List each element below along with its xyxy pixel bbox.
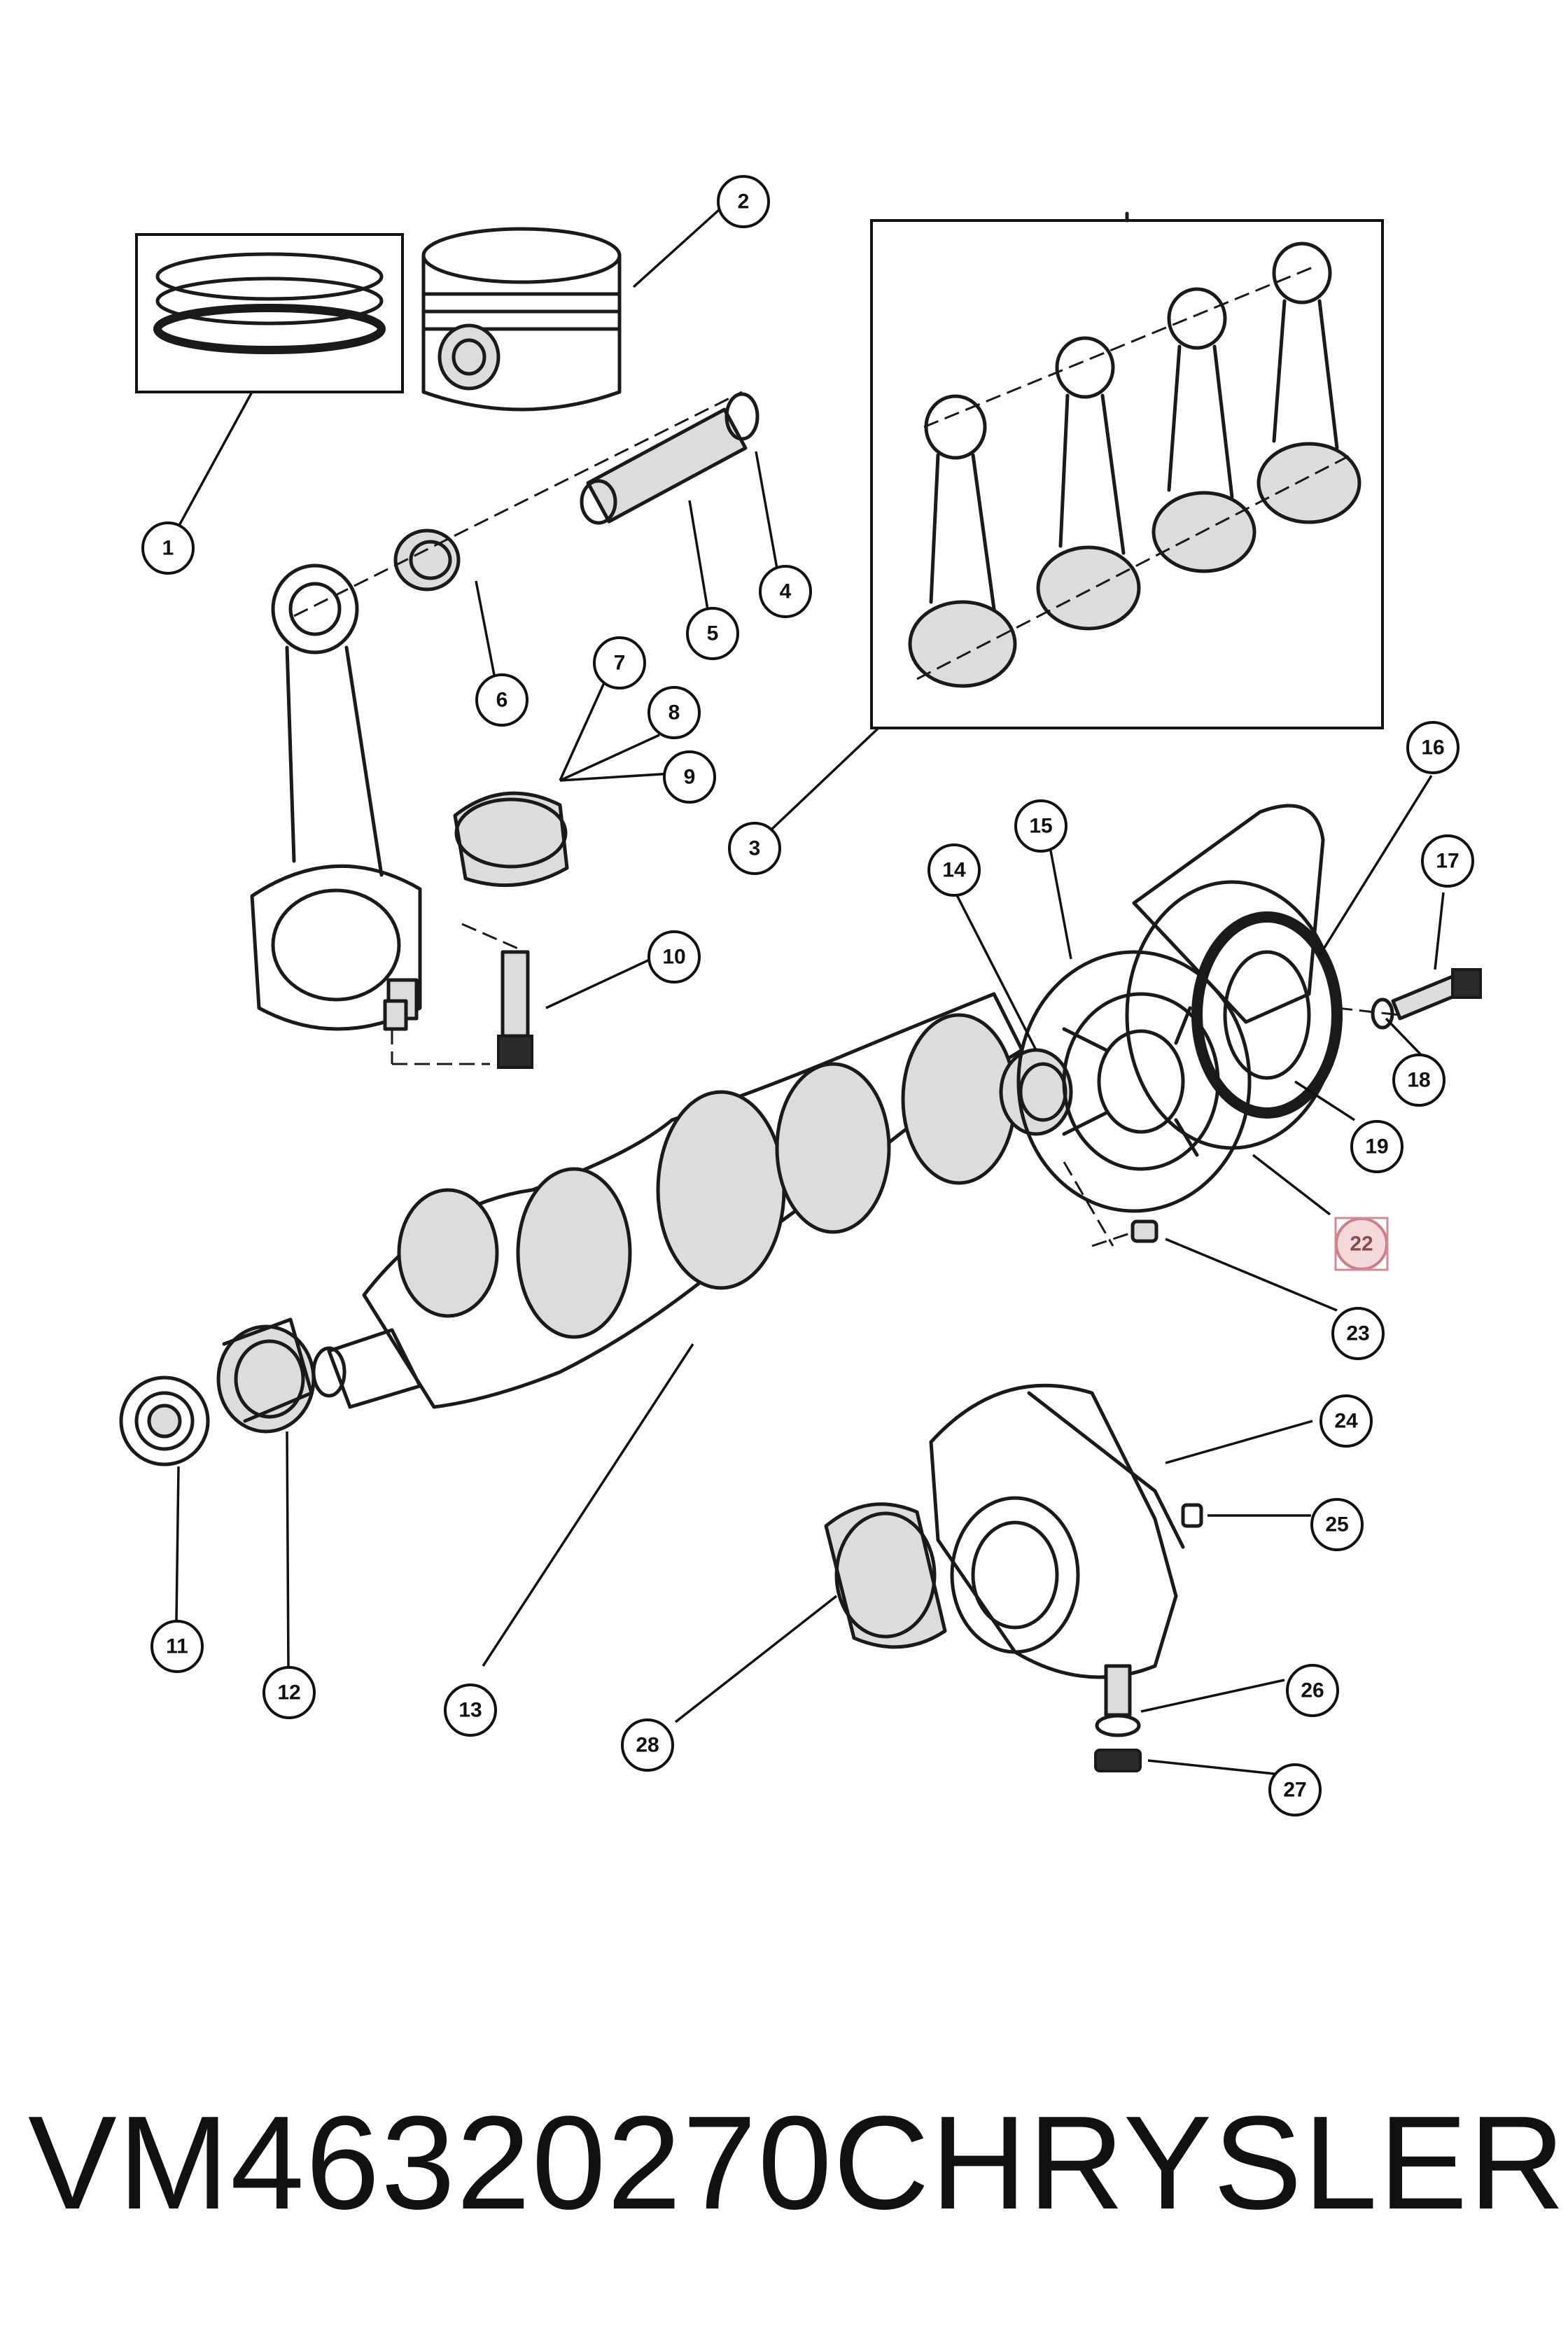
callout-10[interactable]: 10 [648, 930, 701, 983]
callout-2[interactable]: 2 [717, 175, 770, 228]
front-main-bearing [216, 1317, 316, 1434]
rear-main-bearing [999, 1048, 1073, 1136]
callout-label: 18 [1407, 1069, 1430, 1092]
callout-26[interactable]: 26 [1286, 1664, 1339, 1717]
callout-label: 5 [707, 622, 719, 645]
callout-22[interactable]: 22 [1334, 1217, 1389, 1271]
conrod-bearing-shells [453, 791, 569, 888]
callout-label: 16 [1421, 736, 1444, 760]
callout-label: 24 [1334, 1410, 1358, 1433]
piston [421, 227, 622, 412]
callout-1[interactable]: 1 [141, 522, 195, 575]
callout-6[interactable]: 6 [475, 673, 528, 727]
callout-label: 17 [1436, 850, 1459, 873]
callout-17[interactable]: 17 [1421, 834, 1474, 888]
brand-name: CHRYSLER [833, 2089, 1567, 2237]
callout-8[interactable]: 8 [648, 686, 701, 739]
callout-27[interactable]: 27 [1268, 1763, 1322, 1816]
callout-label: 3 [749, 837, 761, 860]
callout-label: 10 [662, 946, 685, 969]
callout-9[interactable]: 9 [663, 750, 716, 804]
callout-12[interactable]: 12 [262, 1666, 316, 1719]
main-bearing-shell [824, 1502, 947, 1649]
callout-label: 7 [614, 652, 626, 675]
leader-lines [172, 202, 1445, 1776]
piston-pin [580, 407, 748, 525]
callout-label: 1 [162, 537, 174, 560]
footer: VM46320270 CHRYSLER [28, 2058, 1565, 2268]
piston-ring-set [135, 233, 404, 393]
callout-16[interactable]: 16 [1406, 721, 1460, 774]
callout-label: 2 [738, 190, 750, 214]
conrod-set [870, 211, 1384, 729]
callout-label: 27 [1283, 1779, 1306, 1802]
piston-pin-clip [724, 392, 760, 441]
part-number: VM46320270 [28, 2089, 834, 2237]
small-end-bushing [393, 528, 461, 592]
callout-14[interactable]: 14 [927, 844, 981, 897]
callout-label: 12 [277, 1681, 300, 1704]
cap-dowel [1181, 1503, 1203, 1528]
callout-7[interactable]: 7 [593, 636, 646, 690]
parts-diagram: 1 2 3 4 5 6 7 8 9 10 11 12 13 14 15 16 1 [119, 175, 1482, 1816]
callout-label: 22 [1350, 1233, 1373, 1256]
main-bearing-cap [929, 1383, 1185, 1679]
callout-5[interactable]: 5 [686, 607, 739, 660]
callout-label: 28 [636, 1734, 659, 1757]
callout-label: 13 [458, 1699, 482, 1722]
callout-15[interactable]: 15 [1014, 799, 1068, 853]
callout-label: 9 [684, 766, 696, 789]
callout-18[interactable]: 18 [1392, 1054, 1446, 1107]
callout-24[interactable]: 24 [1320, 1394, 1373, 1448]
callout-label: 4 [780, 580, 792, 603]
cap-bolt-washer [1094, 1749, 1142, 1772]
gasket [1125, 804, 1343, 1150]
callout-13[interactable]: 13 [444, 1684, 497, 1737]
housing-bolt [1391, 968, 1482, 1021]
callout-label: 25 [1325, 1513, 1348, 1536]
connecting-rod [250, 564, 422, 1031]
callout-label: 26 [1301, 1679, 1324, 1702]
dowel-pin [1130, 1219, 1158, 1243]
callout-label: 14 [942, 859, 966, 882]
callout-label: 23 [1346, 1322, 1369, 1345]
timing-gear [119, 1376, 210, 1466]
callout-label: 8 [668, 701, 680, 724]
callout-19[interactable]: 19 [1350, 1120, 1404, 1173]
crankshaft [312, 992, 1024, 1409]
cap-bolt [1095, 1664, 1141, 1737]
callout-23[interactable]: 23 [1331, 1307, 1385, 1360]
callout-25[interactable]: 25 [1310, 1498, 1364, 1551]
callout-label: 6 [496, 689, 508, 712]
callout-label: 11 [166, 1635, 188, 1658]
callout-label: 19 [1365, 1135, 1388, 1158]
callout-label: 15 [1029, 815, 1052, 838]
callout-11[interactable]: 11 [150, 1620, 204, 1673]
callout-3[interactable]: 3 [728, 822, 781, 875]
callout-4[interactable]: 4 [759, 565, 812, 618]
callout-28[interactable]: 28 [621, 1718, 674, 1772]
conrod-bolt [461, 923, 533, 1069]
